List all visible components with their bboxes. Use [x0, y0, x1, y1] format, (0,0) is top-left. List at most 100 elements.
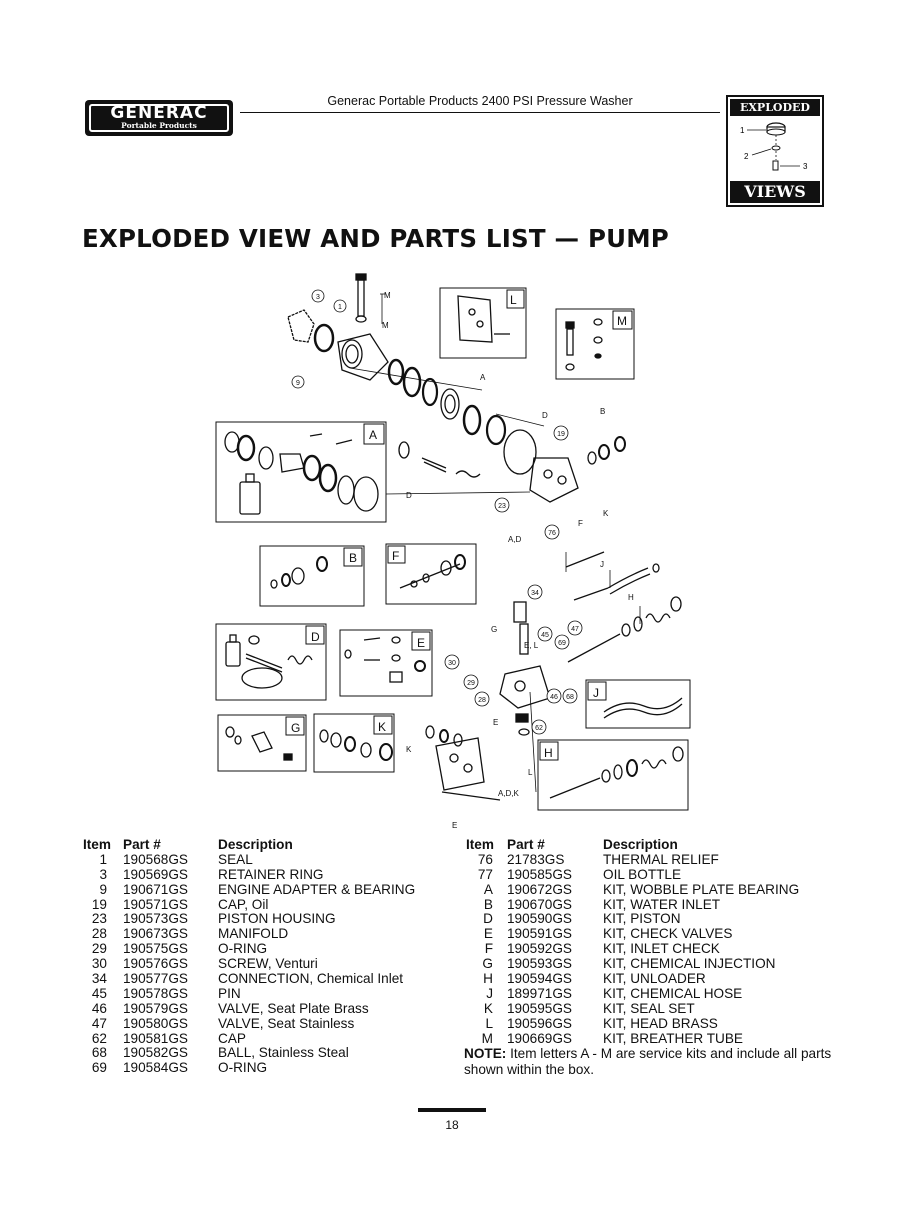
callout-9: 9 — [296, 380, 300, 387]
cell-part: 189971GS — [507, 985, 573, 1001]
marker-l: L — [528, 768, 533, 777]
cell-description: RETAINER RING — [218, 866, 324, 882]
cell-part: 190582GS — [123, 1045, 189, 1061]
cell-item: 76 — [477, 851, 493, 867]
callout-76: 76 — [548, 530, 556, 537]
cell-part: 190581GS — [123, 1030, 189, 1046]
cell-item: 69 — [91, 1060, 107, 1076]
cell-description: KIT, UNLOADER — [603, 971, 706, 987]
kit-box-e-tab — [411, 631, 431, 651]
cell-item: K — [483, 1000, 493, 1016]
kit-box-d — [215, 623, 327, 701]
callout-3: 3 — [316, 294, 320, 301]
kit-box-a — [215, 421, 387, 523]
marker-g: G — [491, 625, 497, 634]
page-number-bar — [418, 1108, 486, 1112]
kit-box-b-tab — [343, 547, 363, 567]
exploded-views-badge: EXPLODED 1 2 3 VIEWS — [726, 95, 824, 207]
cell-item: 30 — [91, 956, 107, 972]
table-header: Item Part # Description — [83, 837, 443, 853]
badge-callout-1: 1 — [740, 126, 745, 135]
box-label-m: M — [617, 314, 627, 328]
cell-item: B — [483, 896, 493, 912]
cell-item: 23 — [91, 911, 107, 927]
table-header: Item Part # Description — [466, 837, 846, 853]
cell-part: 190571GS — [123, 896, 189, 912]
cell-part: 190585GS — [507, 866, 573, 882]
cell-item: J — [486, 985, 493, 1001]
callout-45: 45 — [541, 632, 549, 639]
cell-part: 190575GS — [123, 941, 189, 957]
marker-h: H — [628, 593, 634, 602]
cell-part: 190579GS — [123, 1000, 189, 1016]
cell-item: F — [484, 941, 493, 957]
cell-description: OIL BOTTLE — [603, 866, 682, 882]
marker-a: A — [480, 373, 486, 382]
page-title: EXPLODED VIEW AND PARTS LIST — PUMP — [82, 224, 669, 253]
cell-item: M — [481, 1030, 493, 1046]
callout-30: 30 — [448, 660, 456, 667]
kit-box-f-tab — [387, 545, 406, 564]
cell-part: 190591GS — [507, 926, 573, 942]
cell-description: KIT, BREATHER TUBE — [603, 1030, 743, 1046]
kit-box-l — [439, 287, 527, 359]
callout-47: 47 — [571, 626, 579, 633]
kit-box-a-tab — [363, 423, 385, 445]
cell-description: PIN — [218, 985, 241, 1001]
callout-68: 68 — [566, 694, 574, 701]
cell-description: CONNECTION, Chemical Inlet — [218, 971, 404, 987]
cell-description: KIT, CHEMICAL INJECTION — [603, 956, 776, 972]
callout-1: 1 — [338, 304, 342, 311]
cell-item: H — [483, 971, 493, 987]
cell-part: 190596GS — [507, 1015, 573, 1031]
cell-description: O-RING — [218, 1060, 268, 1076]
cell-description: MANIFOLD — [218, 926, 289, 942]
marker-k-1: K — [603, 509, 609, 518]
generac-logo: GENERAC Portable Products — [85, 100, 233, 136]
callout-69: 69 — [558, 640, 566, 647]
logo-brand: GENERAC — [110, 103, 208, 123]
cell-description: KIT, CHEMICAL HOSE — [603, 985, 743, 1001]
cell-item: 1 — [99, 851, 107, 867]
box-label-g: G — [291, 721, 300, 735]
cell-part: 190568GS — [123, 851, 189, 867]
callout-29: 29 — [467, 680, 475, 687]
header-item: Item — [83, 837, 111, 852]
pump-exploded-diagram: L M A B D E F G H J K 3 1 9 19 23 76 34 … — [215, 273, 691, 830]
badge-bottom-label: VIEWS — [730, 181, 820, 203]
cell-description: KIT, INLET CHECK — [603, 941, 720, 957]
table-row: J 189971GS KIT, CHEMICAL HOSE — [466, 985, 846, 1002]
cell-item: 34 — [91, 971, 107, 987]
kit-box-l-tab — [506, 289, 525, 309]
cell-description: KIT, PISTON — [603, 911, 681, 927]
kit-box-h-tab — [539, 741, 559, 761]
cell-description: CAP — [218, 1030, 246, 1046]
cell-description: KIT, SEAL SET — [603, 1000, 695, 1016]
cell-item: 68 — [91, 1045, 107, 1061]
badge-top-label: EXPLODED — [730, 99, 820, 116]
kit-box-m-tab — [612, 310, 633, 330]
cell-item: 45 — [91, 985, 107, 1001]
cell-part: 190577GS — [123, 971, 189, 987]
marker-a-d: A,D — [508, 535, 522, 544]
kit-box-k-tab — [373, 715, 393, 735]
kit-box-g-tab — [285, 716, 305, 736]
cell-item: E — [483, 926, 493, 942]
cell-description: BALL, Stainless Steal — [218, 1045, 349, 1061]
marker-b: B — [600, 407, 605, 416]
